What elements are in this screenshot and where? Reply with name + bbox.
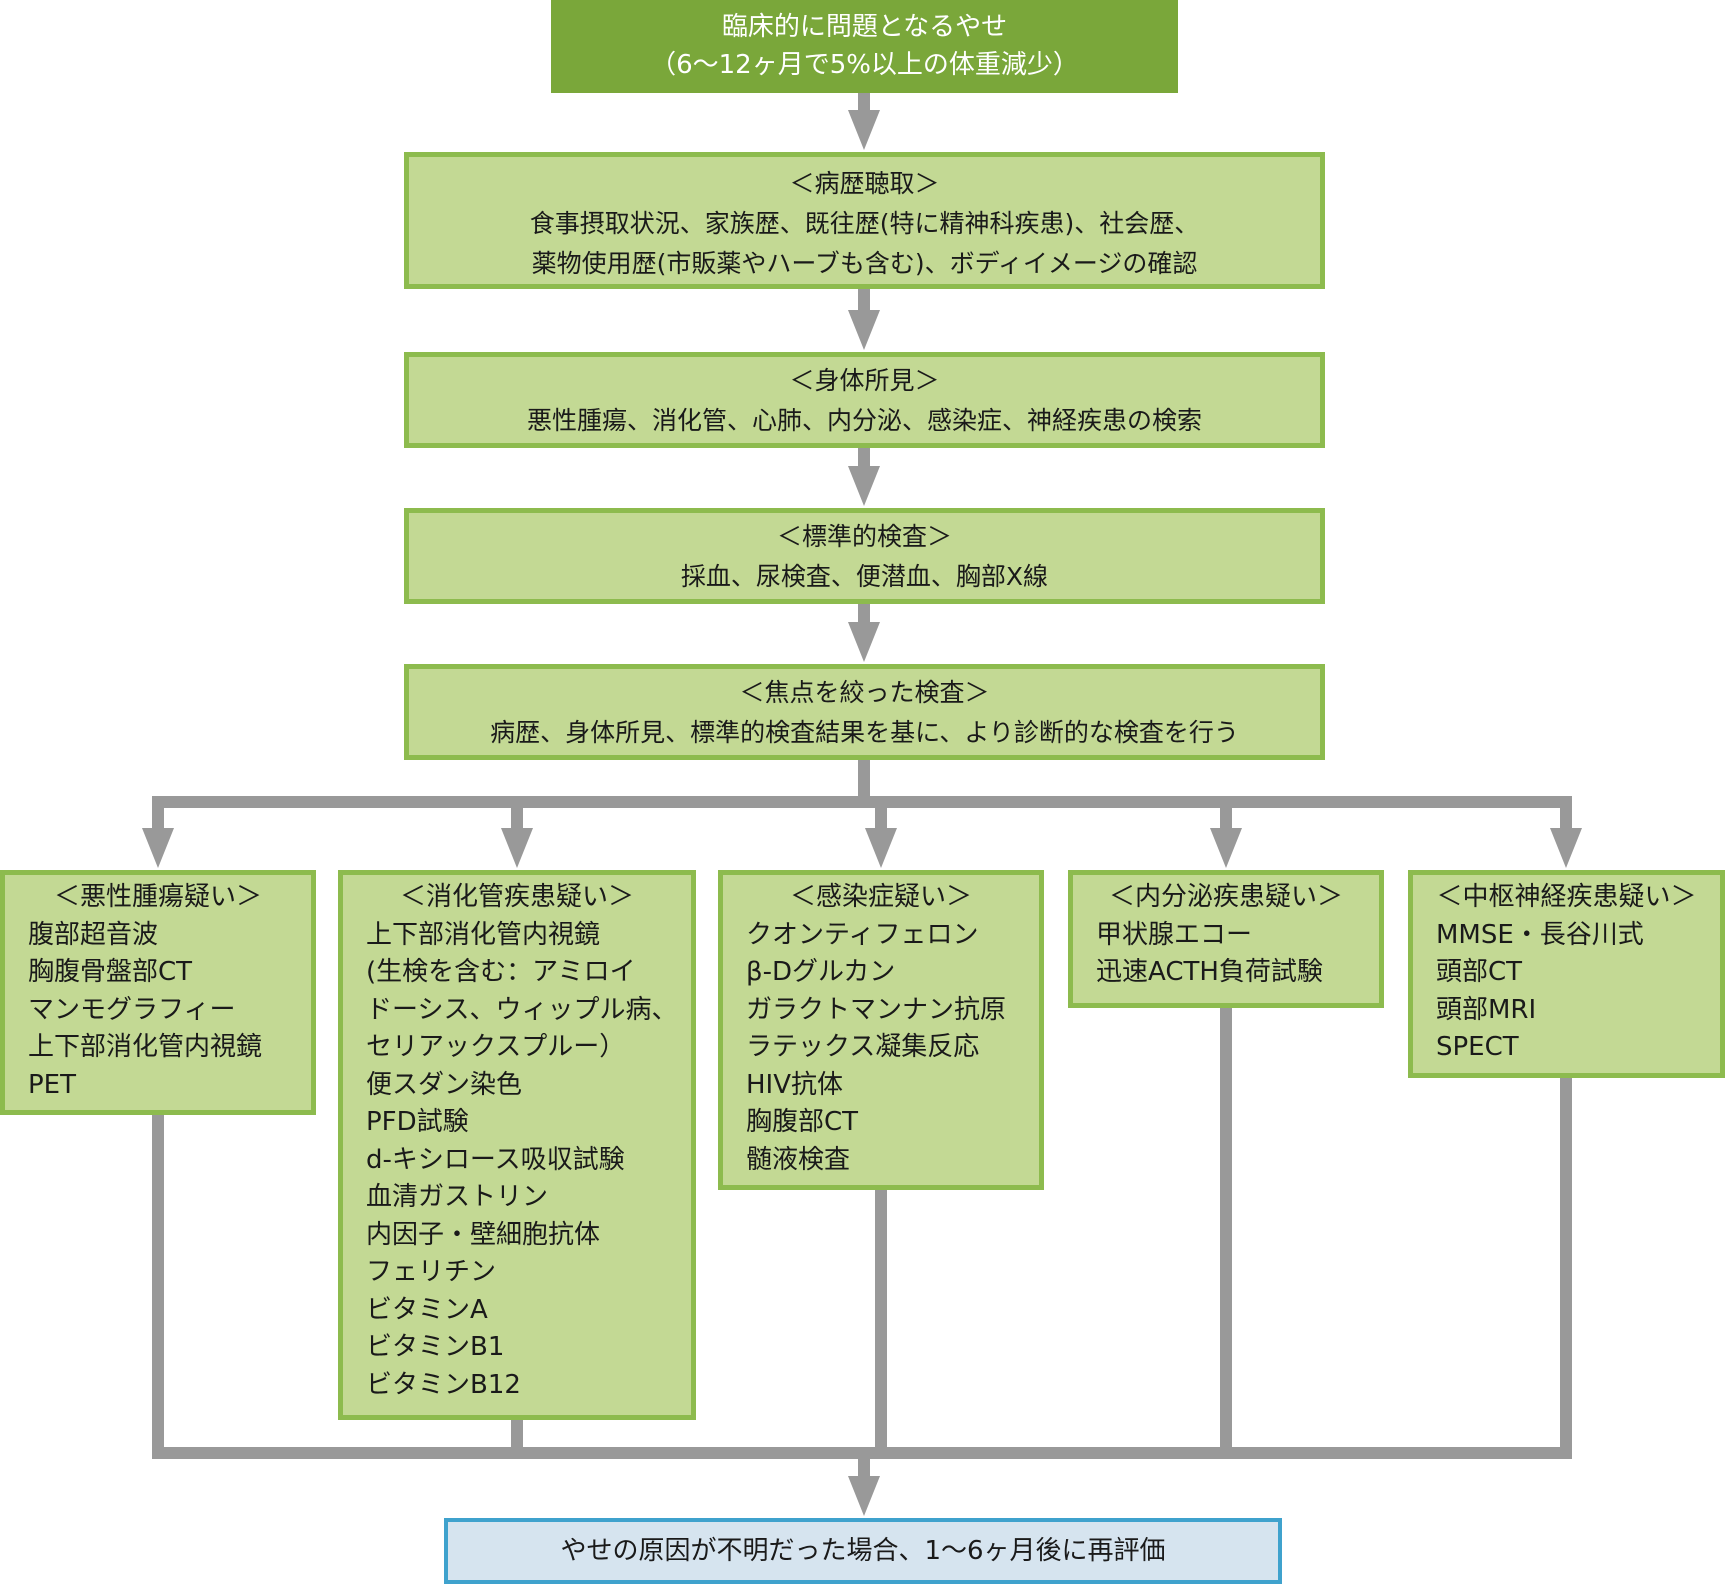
branch-test-item: 髄液検査	[746, 1144, 851, 1175]
step-history-taking: ＜病歴聴取＞ 食事摂取状況、家族歴、既往歴(特に精神科疾患)、社会歴、 薬物使用…	[404, 152, 1325, 289]
branch-test-item: 上下部消化管内視鏡	[366, 919, 601, 950]
branch-test-item: 迅速ACTH負荷試験	[1096, 957, 1323, 987]
branch-gi-disease-suspected: ＜消化管疾患疑い＞ 上下部消化管内視鏡 (生検を含む：アミロイ ドーシス、ウィッ…	[338, 870, 696, 1420]
branch-test-item: 胸腹骨盤部CT	[28, 957, 193, 987]
step-focused-tests: ＜焦点を絞った検査＞ 病歴、身体所見、標準的検査結果を基に、より診断的な検査を行…	[404, 664, 1325, 760]
branch-test-item: MMSE・長谷川式	[1436, 919, 1644, 950]
arrow-standard-to-focused-arrowhead-icon	[848, 622, 880, 662]
branch-test-item: 内因子・壁細胞抗体	[366, 1219, 601, 1250]
branch-test-list: クオンティフェロン β-Dグルカン ガラクトマンナン抗原 ラテックス凝集反応 H…	[723, 917, 1039, 1180]
branch-test-item: 頭部CT	[1436, 957, 1523, 987]
branch-title: ＜悪性腫瘍疑い＞	[53, 882, 262, 912]
branch-test-list: 腹部超音波 胸腹骨盤部CT マンモグラフィー 上下部消化管内視鏡 PET	[5, 917, 311, 1105]
branch-test-item: PET	[28, 1069, 76, 1100]
arrow-to-branch-4-arrowhead-icon	[1210, 828, 1242, 868]
start-node-unexplained-weight-loss: 臨床的に問題となるやせ （6〜12ヶ月で5%以上の体重減少）	[551, 0, 1178, 93]
branch-title: ＜感染症疑い＞	[789, 882, 972, 912]
arrow-to-branch-1-arrowhead-icon	[142, 828, 174, 868]
start-node-criteria: （6〜12ヶ月で5%以上の体重減少）	[650, 50, 1079, 80]
step-detail-line: 悪性腫瘍、消化管、心肺、内分泌、感染症、神経疾患の検索	[526, 406, 1202, 435]
branch-test-item: 甲状腺エコー	[1096, 919, 1253, 950]
step-detail-line: 食事摂取状況、家族歴、既往歴(特に精神科疾患)、社会歴、	[529, 209, 1200, 238]
arrow-to-branch-2-arrowhead-icon	[501, 828, 533, 868]
step-detail-line: 採血、尿検査、便潜血、胸部X線	[680, 562, 1049, 591]
branch-test-item: β-Dグルカン	[746, 957, 896, 987]
branch-test-item: ビタミンA	[366, 1294, 488, 1325]
branch-test-list: 上下部消化管内視鏡 (生検を含む：アミロイ ドーシス、ウィップル病、 セリアック…	[343, 917, 691, 1405]
branch-cns-disease-suspected: ＜中枢神経疾患疑い＞ MMSE・長谷川式 頭部CT 頭部MRI SPECT	[1408, 870, 1725, 1078]
arrow-start-to-history-arrowhead-icon	[848, 110, 880, 150]
step-standard-tests: ＜標準的検査＞ 採血、尿検査、便潜血、胸部X線	[404, 508, 1325, 604]
branch-test-list: MMSE・長谷川式 頭部CT 頭部MRI SPECT	[1413, 917, 1720, 1067]
branch-test-item: (生検を含む：アミロイ	[366, 957, 636, 987]
branch-endocrine-suspected: ＜内分泌疾患疑い＞ 甲状腺エコー 迅速ACTH負荷試験	[1068, 870, 1384, 1008]
step-title: ＜標準的検査＞	[776, 522, 952, 551]
branch-test-item: セリアックスプルー）	[366, 1032, 626, 1062]
branch-test-item: ドーシス、ウィップル病、	[366, 994, 678, 1025]
step-physical-exam: ＜身体所見＞ 悪性腫瘍、消化管、心肺、内分泌、感染症、神経疾患の検索	[404, 352, 1325, 448]
branch-test-item: SPECT	[1436, 1032, 1519, 1062]
arrow-to-branch-5-arrowhead-icon	[1550, 828, 1582, 868]
branch-test-item: d-キシロース吸収試験	[366, 1144, 625, 1175]
branch-title: ＜消化管疾患疑い＞	[399, 882, 634, 912]
branch-title: ＜中枢神経疾患疑い＞	[1436, 882, 1697, 912]
branch-malignancy-suspected: ＜悪性腫瘍疑い＞ 腹部超音波 胸腹骨盤部CT マンモグラフィー 上下部消化管内視…	[0, 870, 316, 1115]
branch-test-item: フェリチン	[366, 1257, 497, 1287]
branch-test-item: ビタミンB1	[366, 1332, 505, 1362]
branch-infection-suspected: ＜感染症疑い＞ クオンティフェロン β-Dグルカン ガラクトマンナン抗原 ラテッ…	[718, 870, 1044, 1190]
arrow-physical-to-standard-arrowhead-icon	[848, 466, 880, 506]
branch-test-item: 上下部消化管内視鏡	[28, 1032, 263, 1062]
start-node-title: 臨床的に問題となるやせ	[721, 12, 1008, 42]
branch-test-item: マンモグラフィー	[28, 994, 236, 1025]
branch-test-item: 腹部超音波	[28, 919, 159, 950]
branch-test-item: 血清ガストリン	[366, 1182, 549, 1212]
branch-test-item: 頭部MRI	[1436, 994, 1537, 1025]
arrow-to-final-arrowhead-icon	[848, 1476, 880, 1516]
arrow-history-to-physical-arrowhead-icon	[848, 310, 880, 350]
branch-test-item: 胸腹部CT	[746, 1107, 859, 1137]
branch-test-item: クオンティフェロン	[746, 919, 979, 950]
step-title: ＜身体所見＞	[789, 366, 940, 395]
branch-test-item: ビタミンB12	[366, 1369, 521, 1400]
branch-test-item: HIV抗体	[746, 1069, 844, 1100]
step-detail-line: 薬物使用歴(市販薬やハーブも含む)、ボディイメージの確認	[531, 249, 1198, 278]
branch-test-list: 甲状腺エコー 迅速ACTH負荷試験	[1073, 917, 1379, 992]
branch-title: ＜内分泌疾患疑い＞	[1108, 882, 1343, 912]
arrow-to-branch-3-arrowhead-icon	[865, 828, 897, 868]
branch-test-item: ラテックス凝集反応	[746, 1032, 980, 1062]
branch-test-item: 便スダン染色	[366, 1069, 523, 1100]
step-title: ＜病歴聴取＞	[789, 169, 940, 198]
branch-test-item: PFD試験	[366, 1107, 469, 1137]
branch-test-item: ガラクトマンナン抗原	[746, 994, 1007, 1025]
step-detail-line: 病歴、身体所見、標準的検査結果を基に、より診断的な検査を行う	[490, 718, 1239, 747]
final-node-text: やせの原因が不明だった場合、1〜6ヶ月後に再評価	[560, 1536, 1166, 1566]
step-title: ＜焦点を絞った検査＞	[739, 678, 990, 707]
final-node-reevaluate: やせの原因が不明だった場合、1〜6ヶ月後に再評価	[444, 1518, 1282, 1584]
